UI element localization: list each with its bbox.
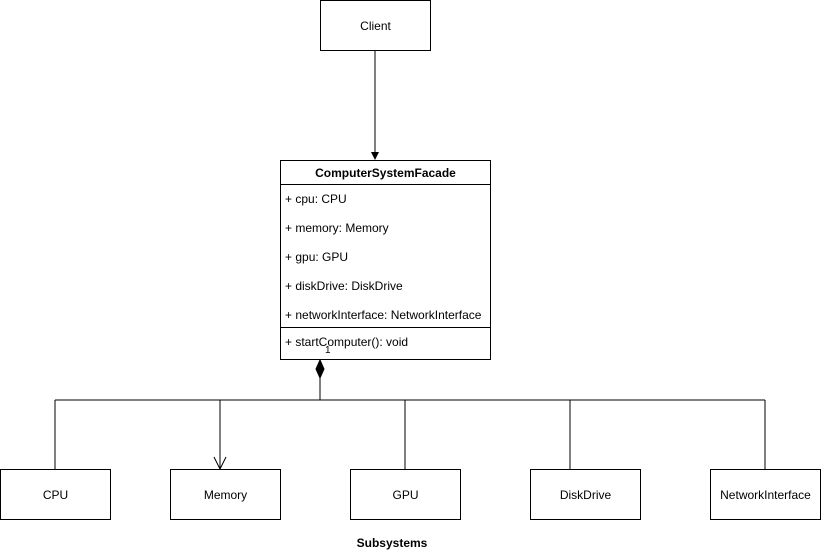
memory-label: Memory xyxy=(203,487,248,502)
subsystems-caption: Subsystems xyxy=(356,536,428,550)
client-class[interactable]: Client xyxy=(320,0,431,51)
networkinterface-label: NetworkInterface xyxy=(720,487,811,502)
facade-method-startcomputer: + startComputer(): void xyxy=(285,335,409,349)
client-label: Client xyxy=(360,18,391,33)
facade-attribute-memory: + memory: Memory xyxy=(285,221,389,235)
facade-attribute-cpu: + cpu: CPU xyxy=(285,192,347,206)
networkinterface-class[interactable]: NetworkInterface xyxy=(710,469,821,520)
facade-class-name: ComputerSystemFacade xyxy=(281,161,490,185)
diskdrive-class[interactable]: DiskDrive xyxy=(530,469,641,520)
composition-multiplicity: 1 xyxy=(325,345,331,356)
client-to-facade-arrowhead xyxy=(371,152,379,160)
cpu-label: CPU xyxy=(42,487,69,502)
cpu-class[interactable]: CPU xyxy=(0,469,111,520)
memory-class[interactable]: Memory xyxy=(170,469,281,520)
facade-attribute-networkinterface: + networkInterface: NetworkInterface xyxy=(285,308,482,322)
composition-diamond xyxy=(315,358,325,380)
diskdrive-label: DiskDrive xyxy=(559,487,612,502)
facade-method-separator xyxy=(281,327,490,328)
facade-attribute-gpu: + gpu: GPU xyxy=(285,250,349,264)
facade-class[interactable]: ComputerSystemFacade + cpu: CPU + memory… xyxy=(280,160,491,360)
gpu-label: GPU xyxy=(392,487,419,502)
gpu-class[interactable]: GPU xyxy=(350,469,461,520)
facade-attribute-diskdrive: + diskDrive: DiskDrive xyxy=(285,279,403,293)
